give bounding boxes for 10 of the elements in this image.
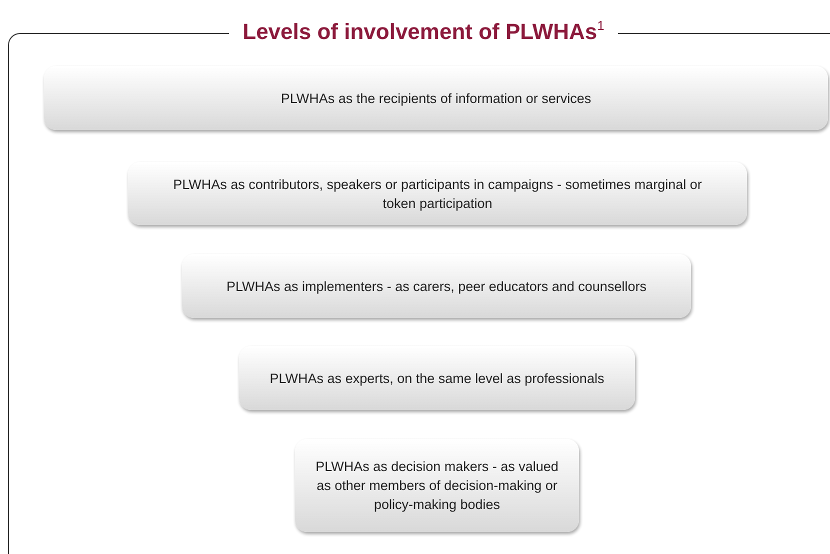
level-text: PLWHAs as decision makers - as valued as other members of decision-making or policy-making bodies [314, 458, 560, 514]
level-box [182, 254, 691, 318]
level-text: PLWHAs as experts, on the same level as professionals [270, 370, 604, 388]
level-box [239, 346, 635, 410]
level-box [128, 162, 747, 225]
level-text: PLWHAs as the recipients of information or services [280, 90, 592, 108]
level-box [295, 439, 579, 532]
level-box [44, 66, 828, 130]
level-text: PLWHAs as implementers - as carers, peer educators and counsellors [226, 278, 646, 296]
level-text: PLWHAs as contributors, speakers or participants in campaigns - sometimes marginal or token participation [172, 176, 703, 212]
